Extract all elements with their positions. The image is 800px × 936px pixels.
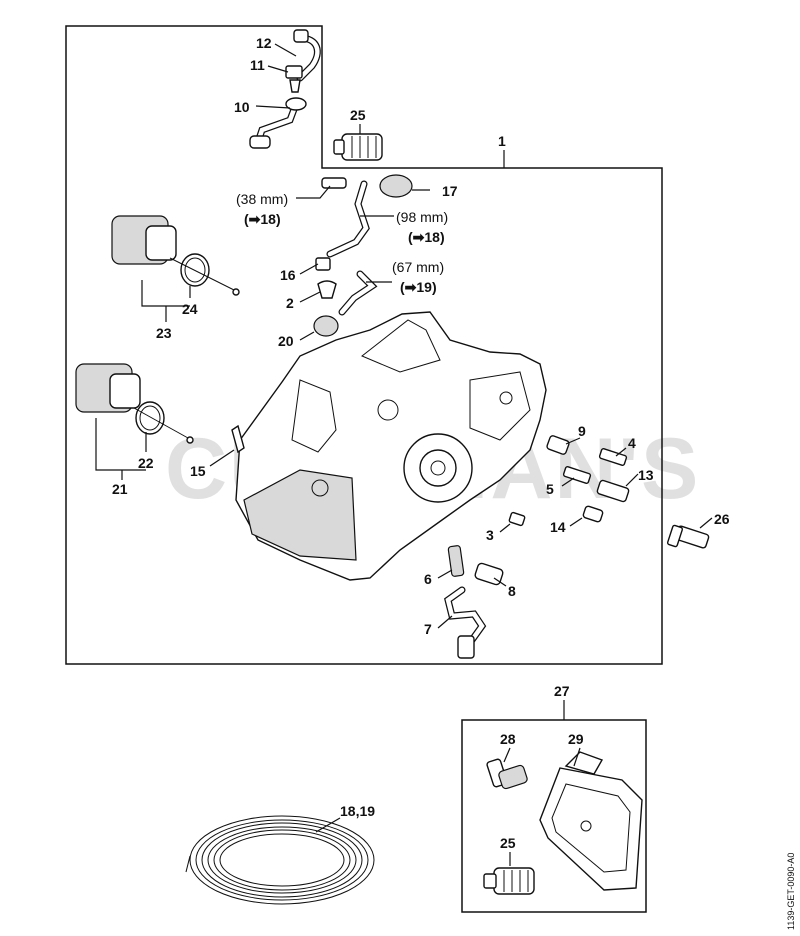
fuel-hose-assembly-part	[313, 174, 413, 337]
callout-25-top: 25	[350, 107, 366, 123]
callout-26: 26	[714, 511, 730, 527]
fuel-filter-kit-part	[483, 867, 535, 895]
callout-17: 17	[442, 183, 458, 199]
callout-27: 27	[554, 683, 570, 699]
note-length-98mm: (98 mm)	[396, 209, 448, 225]
note-ref-98mm: (➡18)	[408, 229, 445, 245]
assembly-frame	[65, 25, 663, 665]
oil-pump-lower-part	[75, 363, 194, 444]
callout-28: 28	[500, 731, 516, 747]
kit-frame	[461, 719, 647, 913]
kit-part-29	[539, 751, 643, 891]
studs-screws-part	[508, 435, 630, 527]
fuel-filter-top-part	[333, 133, 383, 161]
callout-16: 16	[280, 267, 296, 283]
callout-1: 1	[498, 133, 506, 149]
callout-5: 5	[546, 481, 554, 497]
callout-3: 3	[486, 527, 494, 543]
callout-8: 8	[508, 583, 516, 599]
pin-15-part	[231, 424, 245, 454]
callout-12: 12	[256, 35, 272, 51]
callout-2: 2	[286, 295, 294, 311]
callout-24: 24	[182, 301, 198, 317]
fuel-tube-fitting-part	[249, 29, 321, 149]
crankcase-housing-part	[235, 311, 547, 581]
note-length-67mm: (67 mm)	[392, 259, 444, 275]
callout-14: 14	[550, 519, 566, 535]
callout-9: 9	[578, 423, 586, 439]
callout-22: 22	[138, 455, 154, 471]
callout-6: 6	[424, 571, 432, 587]
document-code: 1139-GET-0090-A0	[786, 853, 796, 930]
note-ref-38mm: (➡18)	[244, 211, 281, 227]
callout-11: 11	[250, 57, 265, 73]
kit-part-28	[486, 758, 528, 790]
callout-4: 4	[628, 435, 636, 451]
callout-20: 20	[278, 333, 294, 349]
callout-18-19: 18,19	[340, 803, 375, 819]
callout-15: 15	[190, 463, 206, 479]
oil-hose-part	[444, 545, 504, 659]
note-length-38mm: (38 mm)	[236, 191, 288, 207]
note-ref-67mm: (➡19)	[400, 279, 437, 295]
callout-21: 21	[112, 481, 128, 497]
callout-10: 10	[234, 99, 250, 115]
callout-23: 23	[156, 325, 172, 341]
oil-pump-part	[111, 215, 240, 296]
coiled-hose-part	[185, 815, 375, 905]
callout-25-kit: 25	[500, 835, 516, 851]
callout-13: 13	[638, 467, 654, 483]
callout-7: 7	[424, 621, 432, 637]
leader-lines	[95, 43, 713, 866]
callout-29: 29	[568, 731, 584, 747]
screw-26-part	[666, 524, 710, 549]
